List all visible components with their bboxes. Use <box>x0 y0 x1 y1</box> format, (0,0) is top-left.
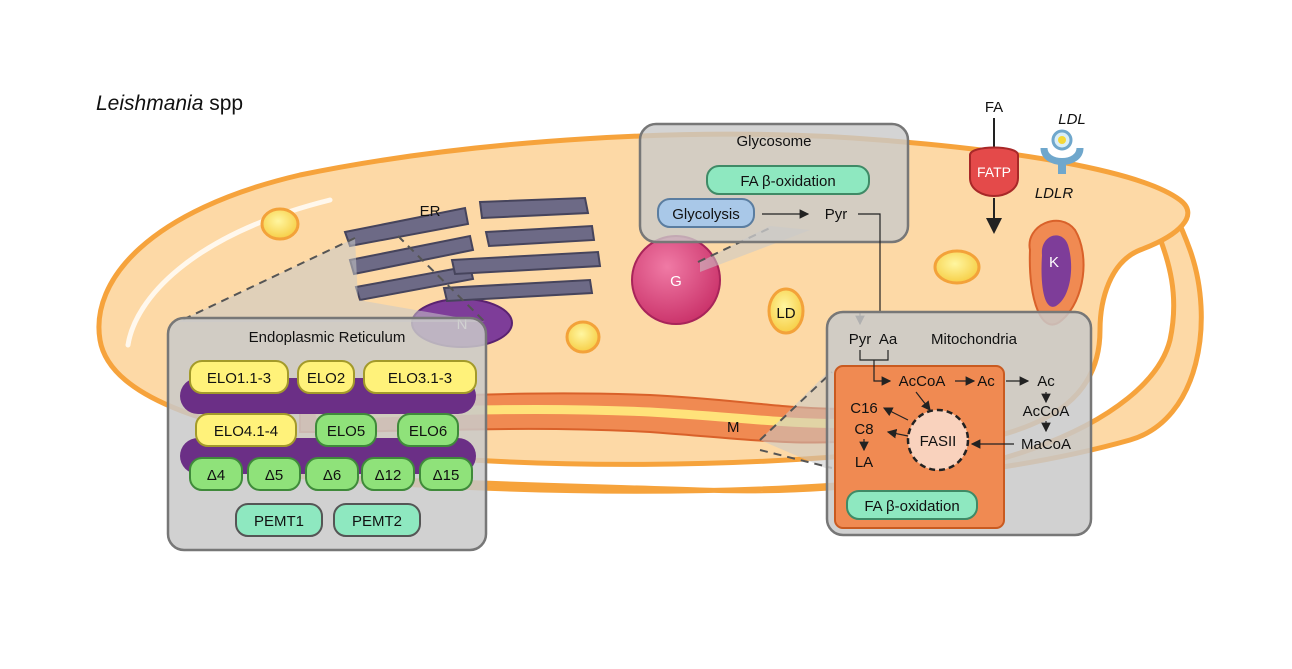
mito-accoa: AcCoA <box>899 373 946 390</box>
er-stacks <box>343 196 602 303</box>
ldlr-label: LDLR <box>1035 185 1074 202</box>
ldl-receptor-stem <box>1058 160 1066 174</box>
glycosome-fa-oxidation-label: FA β-oxidation <box>740 173 835 190</box>
ldl-core-icon <box>1058 136 1066 144</box>
mito-aa-label: Aa <box>879 331 898 348</box>
er-enzyme-label: ELO6 <box>409 423 447 440</box>
er-enzyme-box <box>195 413 297 447</box>
mito-fa-oxidation-label: FA β-oxidation <box>864 498 959 515</box>
c16-label: C16 <box>850 400 878 417</box>
er-enzyme-label: ELO5 <box>327 423 365 440</box>
la-label: LA <box>855 454 873 471</box>
fatp-transporter <box>969 146 1019 198</box>
er-enzyme-label: PEMT2 <box>352 513 402 530</box>
er-enzyme-box <box>397 413 459 447</box>
fasii-to-c16-arrow <box>882 407 909 421</box>
lipid-droplet <box>565 320 601 354</box>
kinetoplast-label: K <box>1049 254 1059 271</box>
fasii-complex <box>906 408 970 472</box>
er-enzyme-box <box>189 457 243 491</box>
er-zoom-line <box>177 237 356 323</box>
er-enzyme-label: Δ12 <box>375 467 402 484</box>
glycosome-panel-title: Glycosome <box>736 133 811 150</box>
mito-panel-title: Mitochondria <box>931 331 1018 348</box>
er-enzyme-box <box>235 503 323 537</box>
glycolysis-label: Glycolysis <box>672 206 740 223</box>
lipid-droplet <box>260 207 300 241</box>
er-enzyme-label: ELO2 <box>307 370 345 387</box>
c8-label: C8 <box>854 421 873 438</box>
er-enzyme-box <box>315 413 377 447</box>
er-enzyme-label: ELO4.1-4 <box>214 423 278 440</box>
fasii-to-c8-arrow <box>886 428 909 439</box>
glycosome-fa-oxidation-box <box>706 165 870 195</box>
er-enzyme-box <box>419 457 473 491</box>
er-enzyme-label: Δ15 <box>433 467 460 484</box>
fa-label: FA <box>985 99 1003 116</box>
er-zoom-line <box>397 235 486 323</box>
mito-zoom-line <box>759 371 833 441</box>
glycolysis-box <box>657 198 755 228</box>
fatp-label: FATP <box>977 164 1011 180</box>
mito-fa-oxidation-box <box>846 490 978 520</box>
mito-zoom-projection <box>760 370 830 470</box>
er-enzyme-label: Δ5 <box>265 467 283 484</box>
er-enzyme-box <box>363 360 477 394</box>
lipid-droplet-labeled <box>767 287 805 335</box>
er-enzyme-box <box>297 360 355 394</box>
cyto-ac: Ac <box>1037 373 1055 390</box>
er-enzyme-label: ELO1.1-3 <box>207 370 271 387</box>
accoa-to-fasii-arrow <box>915 391 931 411</box>
ldl-label: LDL <box>1058 111 1086 128</box>
glycosome-organelle-label: G <box>670 273 682 290</box>
er-enzyme-box <box>305 457 359 491</box>
er-enzyme-label: PEMT1 <box>254 513 304 530</box>
ld-label: LD <box>776 305 795 322</box>
cyto-macoa: MaCoA <box>1021 436 1071 453</box>
mito-zoom-line <box>759 449 833 469</box>
er-zoom-projection <box>178 238 485 322</box>
er-enzyme-label: ELO3.1-3 <box>388 370 452 387</box>
er-enzyme-box <box>361 457 415 491</box>
mitochondrion-label: M <box>727 419 740 436</box>
er-enzyme-box <box>189 360 289 394</box>
er-enzyme-label: Δ4 <box>207 467 225 484</box>
lipid-droplet <box>933 249 981 285</box>
mito-pyr-label: Pyr <box>849 331 872 348</box>
glycosome-pyr-label: Pyr <box>825 206 848 223</box>
er-label: ER <box>420 203 441 220</box>
er-enzyme-label: Δ6 <box>323 467 341 484</box>
mito-ac: Ac <box>977 373 995 390</box>
er-enzyme-box <box>247 457 301 491</box>
er-enzyme-box <box>333 503 421 537</box>
figure-title: Leishmania spp <box>96 92 243 115</box>
fasii-label: FASII <box>920 433 957 450</box>
er-panel-title: Endoplasmic Reticulum <box>249 329 406 346</box>
kinetoplast <box>1041 235 1072 307</box>
cyto-accoa: AcCoA <box>1023 403 1070 420</box>
